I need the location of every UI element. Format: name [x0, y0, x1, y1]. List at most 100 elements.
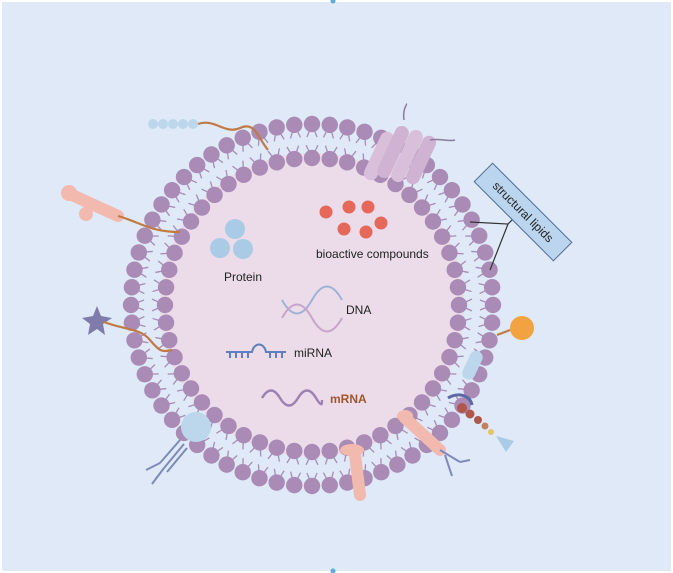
lipid-head — [449, 279, 467, 296]
lipid-head — [161, 331, 178, 349]
lipid-head — [251, 123, 268, 140]
lipid-head — [433, 228, 451, 245]
antibody-right — [439, 449, 471, 477]
lipid-head — [387, 417, 404, 435]
lipid-head — [454, 196, 471, 213]
lipid-head — [373, 464, 390, 481]
vesicle-bud — [181, 412, 211, 442]
lipid-head — [413, 394, 431, 411]
surface-molecules — [61, 119, 534, 501]
lipid-head — [153, 397, 170, 414]
lipid-head — [286, 476, 303, 494]
lipid-head — [166, 348, 183, 366]
lipid-head — [136, 366, 153, 383]
lipid-head — [303, 115, 321, 133]
lipid-head — [123, 279, 141, 296]
lipid-head — [372, 426, 389, 444]
pink-rod-lower-right — [397, 410, 446, 456]
bead-rod-ligand — [447, 393, 514, 452]
lipid-head — [175, 168, 193, 186]
lipid-head — [173, 365, 191, 382]
lipid-head — [450, 296, 468, 314]
lipid-head — [339, 119, 356, 136]
star-ligand — [82, 306, 173, 353]
lipid-head — [234, 464, 251, 481]
lipid-head — [389, 456, 406, 473]
bead-chain-ligand — [148, 119, 269, 151]
dna-label: DNA — [346, 303, 371, 317]
lipid-head — [446, 331, 463, 349]
lipid-head — [481, 332, 498, 349]
lipid-head — [449, 314, 467, 331]
lipid-head — [122, 296, 140, 314]
mrna-icon — [260, 389, 324, 407]
lipid-head — [477, 244, 494, 261]
lipid-head — [303, 149, 321, 167]
lipid-head — [413, 199, 431, 216]
lipid-head — [130, 349, 147, 366]
mrna-label: mRNA — [330, 392, 367, 406]
lipid-head — [356, 123, 373, 140]
lipid-head — [157, 314, 175, 331]
lipid-head — [144, 382, 161, 399]
lipid-bilayer — [122, 115, 502, 495]
lipid-head — [220, 417, 237, 435]
lipid-head — [130, 244, 147, 261]
lipid-head — [431, 424, 449, 442]
capsule-protein — [462, 350, 483, 380]
lipid-head — [163, 411, 181, 429]
lipid-head — [206, 406, 223, 424]
top-handle-dot — [330, 0, 336, 4]
lipid-head — [203, 146, 220, 163]
lipid-head — [338, 154, 356, 171]
lipid-head — [463, 211, 480, 228]
lipid-head — [126, 261, 143, 278]
lipid-head — [441, 244, 458, 262]
lipid-head — [321, 476, 338, 494]
lipid-head — [251, 159, 269, 176]
lipid-head — [433, 365, 451, 382]
lipid-head — [484, 296, 502, 314]
lipid-head — [163, 181, 181, 199]
lipid-head — [286, 442, 303, 460]
lipid-head — [220, 175, 237, 193]
lipid-head — [182, 380, 200, 397]
lipid-head — [153, 196, 170, 213]
lipid-head — [144, 211, 161, 228]
lipid-head — [401, 186, 418, 204]
lipid-head — [441, 348, 458, 366]
lipid-head — [483, 279, 501, 296]
lipid-head — [136, 227, 153, 244]
lipid-head — [443, 411, 461, 429]
mirna-label: miRNA — [294, 346, 332, 360]
lipid-head — [123, 314, 141, 331]
lipid-head — [443, 181, 461, 199]
lipid-head — [193, 394, 211, 411]
lipid-head — [203, 447, 220, 464]
orange-ligand — [496, 316, 534, 340]
lipid-head — [251, 434, 269, 451]
bioactive-compounds-icon — [319, 200, 388, 239]
lipid-head — [268, 474, 285, 491]
transmembrane-protein — [363, 103, 456, 185]
bottom-handle-dot — [330, 568, 336, 573]
lipid-head — [157, 279, 175, 296]
lipid-head — [431, 168, 449, 186]
lipid-head — [268, 154, 286, 171]
bioactive-compounds-label: bioactive compounds — [316, 247, 429, 261]
mirna-icon — [226, 343, 286, 358]
lipid-head — [424, 380, 442, 397]
lipid-head — [182, 213, 200, 230]
lipid-head — [166, 244, 183, 262]
protein-cargo-icon — [210, 219, 253, 259]
pink-ligand-left — [61, 185, 181, 234]
lipid-head — [188, 156, 206, 174]
lipid-head — [321, 150, 338, 168]
lipid-head — [286, 150, 303, 168]
vesicle-lumen — [160, 153, 464, 457]
lipid-head — [126, 332, 143, 349]
protein-label: Protein — [224, 270, 262, 284]
lipid-head — [286, 116, 303, 134]
lipid-head — [268, 119, 285, 136]
lipid-head — [206, 186, 223, 204]
